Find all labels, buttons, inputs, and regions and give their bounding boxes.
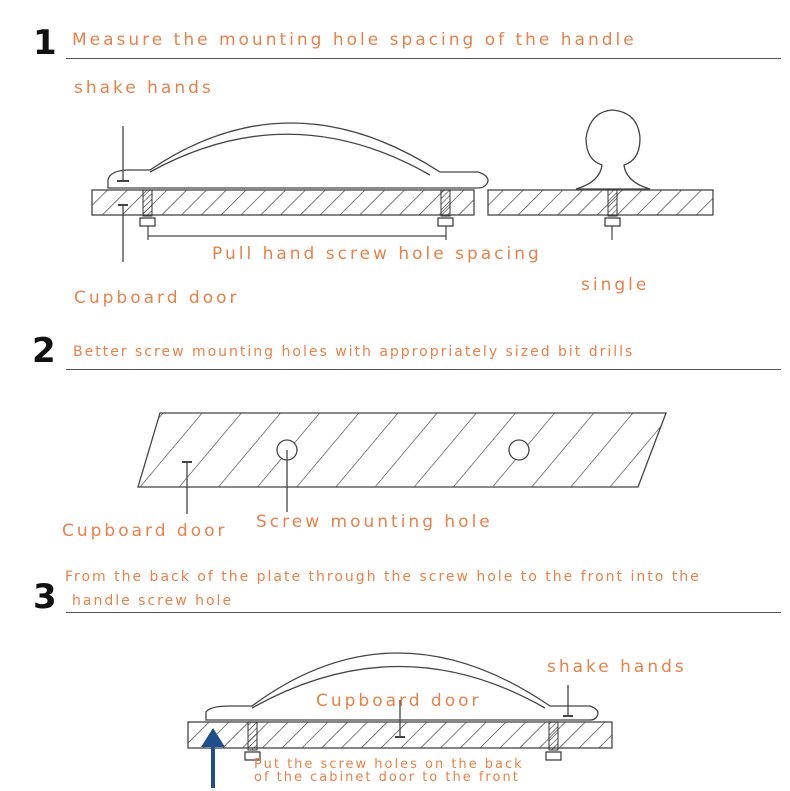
step2-board xyxy=(137,412,667,488)
step-3-heading-line1: From the back of the plate through the s… xyxy=(65,569,701,585)
step3-leader-lines xyxy=(395,685,573,738)
step-3-divider xyxy=(66,612,781,613)
step-3-note-line2: of the cabinet door to the front xyxy=(254,770,520,785)
step1-pull-handle xyxy=(107,122,489,189)
step-3-note-line1: Put the screw holes on the back xyxy=(254,757,524,772)
step-2-number: 2 xyxy=(32,331,56,371)
step-3-heading-line2: handle screw hole xyxy=(72,593,234,609)
step-3-label-door: Cupboard door xyxy=(316,691,482,711)
step-1-label-shake-hands: shake hands xyxy=(74,78,214,98)
push-up-arrow-icon xyxy=(201,728,225,788)
step1-spacing-bracket xyxy=(147,226,447,240)
step3-pull-handle xyxy=(205,652,599,721)
step-2-label-door: Cupboard door xyxy=(62,521,228,541)
step-2-divider xyxy=(66,369,781,370)
step-1-divider xyxy=(66,58,781,59)
step-3-number: 3 xyxy=(33,577,57,617)
step-1-number: 1 xyxy=(33,23,57,63)
step1-single-knob xyxy=(575,109,651,190)
step1-leader-lines xyxy=(117,126,129,262)
step1-single-board xyxy=(487,189,714,216)
step-1-label-single: single xyxy=(581,275,650,295)
step-2-label-hole: Screw mounting hole xyxy=(256,512,493,532)
step1-handle-board xyxy=(91,189,475,216)
step-1-label-spacing: Pull hand screw hole spacing xyxy=(212,244,542,264)
step2-leader-lines xyxy=(182,450,288,514)
step1-single-screw xyxy=(604,189,621,240)
step-1-label-door: Cupboard door xyxy=(74,288,240,308)
step3-screws xyxy=(244,721,562,761)
step-1-heading: Measure the mounting hole spacing of the… xyxy=(72,30,637,50)
step-3-label-shake-hands: shake hands xyxy=(547,657,687,677)
step-2-heading: Better screw mounting holes with appropr… xyxy=(73,344,635,360)
